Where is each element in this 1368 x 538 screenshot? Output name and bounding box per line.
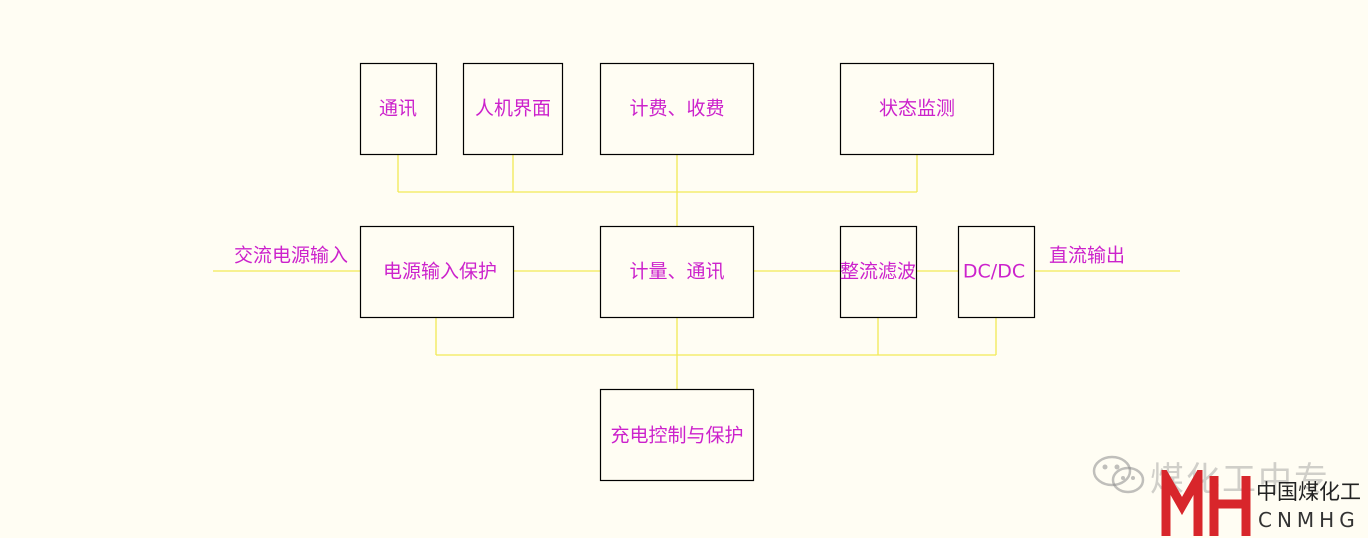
hmi-label: 人机界面 [475,98,551,120]
metering-comm-label: 计量、通讯 [629,261,724,283]
dcdc-box [957,225,1036,319]
logo-english-text: CNMHG [1258,508,1360,532]
boxes [359,62,1036,482]
dcdc-label: DC/DC [963,261,1025,283]
connectors [213,155,1180,389]
rectifier-filter-label: 整流滤波 [840,261,916,283]
wechat-icon [1092,455,1145,494]
rectifier-filter-box [839,225,918,319]
status-monitor-box [839,62,995,156]
hmi-box [462,62,564,156]
comm-label: 通讯 [379,98,417,120]
metering-comm-box [599,225,755,319]
status-monitor-label: 状态监测 [879,98,955,120]
comm-box [359,62,438,156]
billing-label: 计费、收费 [629,98,724,120]
logo-chinese-text: 中国煤化工 [1256,480,1361,504]
ac-input-label: 交流电源输入 [234,245,348,267]
mh-logo-icon [1161,470,1251,536]
charge-control-label: 充电控制与保护 [610,425,743,447]
power-input-protection-label: 电源输入保护 [383,261,497,283]
power-input-protection-box [359,225,515,319]
charge-control-box [599,388,755,482]
cnmhg-logo: 中国煤化工 CNMHG [1160,470,1368,538]
dc-output-label: 直流输出 [1049,245,1125,267]
billing-box [599,62,755,156]
